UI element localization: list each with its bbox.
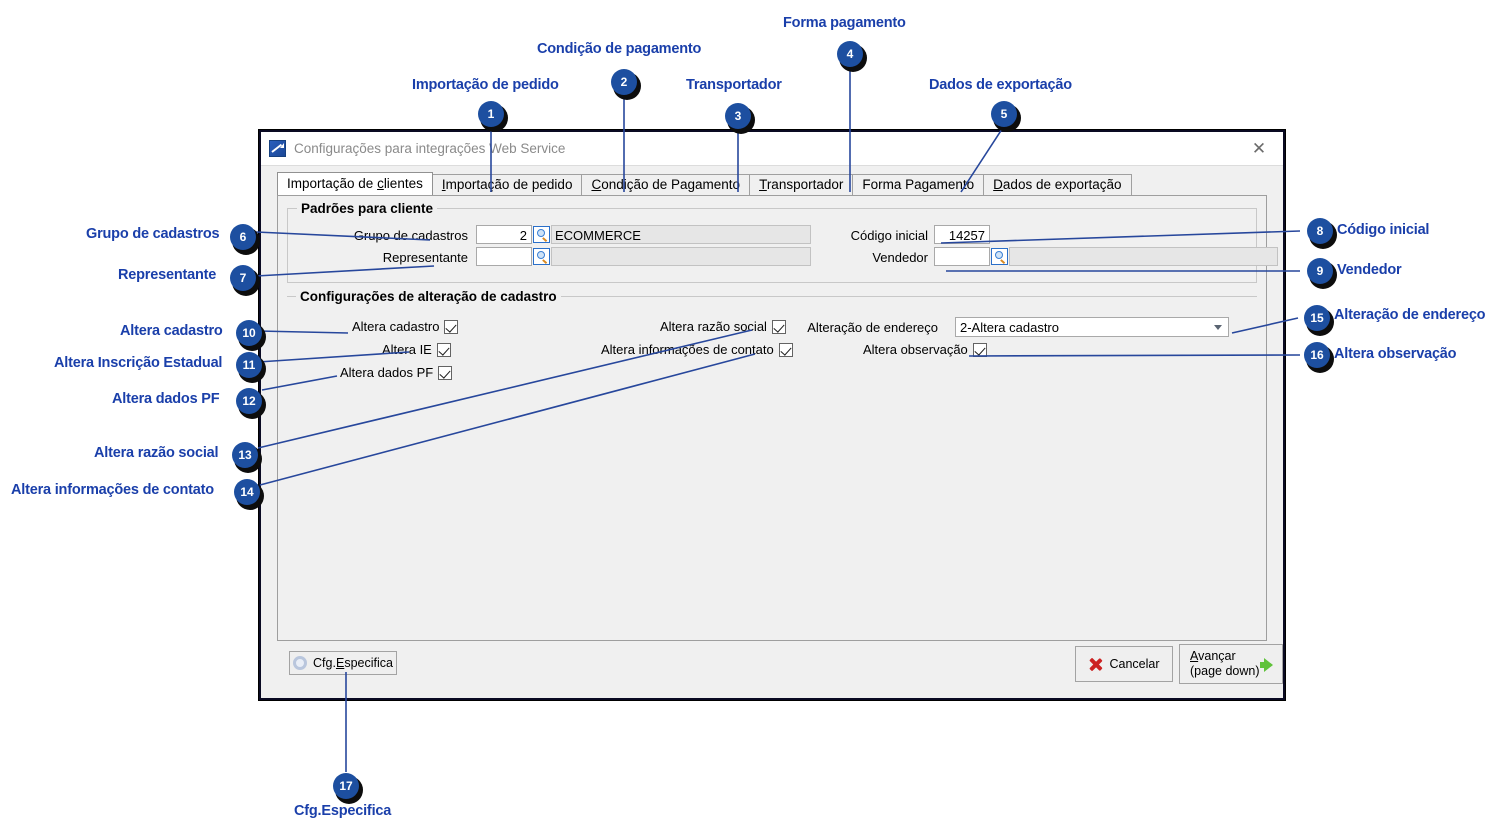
checkbox-row-altera-informacoes-contato[interactable]: Altera informações de contato xyxy=(601,342,793,357)
chevron-down-icon xyxy=(1214,325,1222,330)
window-title: Configurações para integrações Web Servi… xyxy=(294,141,566,156)
callout-badge-10: 10 xyxy=(236,320,262,346)
cfg-especifica-button[interactable]: Cfg.Especifica xyxy=(289,651,397,675)
callout-label-17: Cfg.Especifica xyxy=(294,803,392,819)
checkbox-altera-dados-pf[interactable] xyxy=(438,365,453,380)
callout-badge-12: 12 xyxy=(236,388,262,414)
callout-label-4: Forma pagamento xyxy=(783,15,906,31)
tab-importacao-de-pedido[interactable]: Importação de pedido xyxy=(431,174,583,195)
label-representante: Representante xyxy=(382,250,468,265)
checkbox-altera-ie[interactable] xyxy=(436,342,451,357)
checkbox-label-altera-observacao: Altera observação xyxy=(863,342,968,357)
next-label: Avançar(page down) xyxy=(1190,649,1260,678)
fieldset-legend-alteracao: Configurações de alteração de cadastro xyxy=(296,289,561,304)
magnifier-icon-vendedor[interactable] xyxy=(991,248,1008,265)
callout-label-11: Altera Inscrição Estadual xyxy=(54,355,223,371)
callout-badge-16: 16 xyxy=(1304,342,1330,368)
input-codigo-inicial[interactable]: 14257 xyxy=(934,225,990,244)
tab-condicao-de-pagamento[interactable]: Condição de Pagamento xyxy=(581,174,751,195)
tab-page-importacao-de-clientes: Padrões para cliente Grupo de cadastros … xyxy=(277,195,1278,641)
callout-badge-9: 9 xyxy=(1307,258,1333,284)
fieldset-legend-padroes: Padrões para cliente xyxy=(297,201,438,216)
callout-badge-15: 15 xyxy=(1304,305,1330,331)
green-arrow-right-icon xyxy=(1260,658,1273,672)
callout-label-14: Altera informações de contato xyxy=(11,482,214,498)
callout-label-6: Grupo de cadastros xyxy=(86,226,220,242)
callout-badge-3: 3 xyxy=(725,103,751,129)
callout-label-12: Altera dados PF xyxy=(112,391,220,407)
gear-icon xyxy=(293,656,308,670)
callout-badge-4: 4 xyxy=(837,41,863,67)
tab-importacao-de-clientes[interactable]: Importação de clientes xyxy=(277,172,433,195)
checkbox-row-altera-dados-pf[interactable]: Altera dados PF xyxy=(340,365,453,380)
input-representante[interactable] xyxy=(476,247,532,266)
callout-label-2: Condição de pagamento xyxy=(537,41,702,57)
next-sublabel: (page down) xyxy=(1190,664,1260,678)
checkbox-row-altera-ie[interactable]: Altera IE xyxy=(382,342,451,357)
select-value-alteracao-de-endereco: 2-Altera cadastro xyxy=(960,319,1059,335)
cancel-button[interactable]: Cancelar xyxy=(1075,646,1173,682)
callout-badge-7: 7 xyxy=(230,265,256,291)
callout-label-16: Altera observação xyxy=(1334,346,1457,362)
tab-forma-pagamento[interactable]: Forma Pagamento xyxy=(852,174,985,195)
red-x-icon xyxy=(1088,657,1103,672)
callout-badge-13: 13 xyxy=(232,442,258,468)
input-grupo-de-cadastros[interactable]: 2 xyxy=(476,225,532,244)
callout-label-5: Dados de exportação xyxy=(929,77,1072,93)
fieldset-configuracoes-alteracao: Configurações de alteração de cadastro xyxy=(287,289,1257,629)
checkbox-altera-informacoes-contato[interactable] xyxy=(778,342,793,357)
next-button[interactable]: Avançar(page down) xyxy=(1179,644,1283,684)
label-vendedor: Vendedor xyxy=(872,250,928,265)
display-representante xyxy=(551,247,811,266)
callout-badge-6: 6 xyxy=(230,224,256,250)
checkbox-label-altera-ie: Altera IE xyxy=(382,342,432,357)
checkbox-label-altera-cadastro: Altera cadastro xyxy=(352,319,440,334)
checkbox-altera-razao-social[interactable] xyxy=(771,319,786,334)
callout-badge-5: 5 xyxy=(991,101,1017,127)
checkbox-label-altera-dados-pf: Altera dados PF xyxy=(340,365,434,380)
callout-label-1: Importação de pedido xyxy=(412,77,559,93)
label-grupo-de-cadastros: Grupo de cadastros xyxy=(353,228,468,243)
checkbox-altera-observacao[interactable] xyxy=(972,342,987,357)
magnifier-icon-grupo[interactable] xyxy=(533,226,550,243)
checkbox-row-altera-cadastro[interactable]: Altera cadastro xyxy=(352,319,459,334)
close-icon[interactable]: ✕ xyxy=(1251,138,1267,158)
callout-badge-8: 8 xyxy=(1307,218,1333,244)
display-vendedor xyxy=(1009,247,1278,266)
callout-label-9: Vendedor xyxy=(1337,262,1402,278)
callout-label-15: Alteração de endereço xyxy=(1334,307,1486,323)
callout-label-3: Transportador xyxy=(686,77,782,93)
checkbox-label-altera-razao-social: Altera razão social xyxy=(660,319,767,334)
callout-label-13: Altera razão social xyxy=(94,445,219,461)
callout-badge-1: 1 xyxy=(478,101,504,127)
checkbox-row-altera-observacao[interactable]: Altera observação xyxy=(863,342,987,357)
display-grupo-de-cadastros: ECOMMERCE xyxy=(551,225,811,244)
label-alteracao-de-endereco: Alteração de endereço xyxy=(807,320,938,335)
app-chart-arrow-icon xyxy=(269,140,286,157)
title-bar: Configurações para integrações Web Servi… xyxy=(261,132,1283,166)
cfg-especifica-label: Cfg.Especifica xyxy=(313,656,393,670)
checkbox-altera-cadastro[interactable] xyxy=(444,319,459,334)
magnifier-icon-representante[interactable] xyxy=(533,248,550,265)
cancel-label: Cancelar xyxy=(1109,657,1160,671)
callout-badge-17: 17 xyxy=(333,773,359,799)
fieldset-padroes-para-cliente: Padrões para cliente Grupo de cadastros … xyxy=(287,201,1278,283)
callout-label-10: Altera cadastro xyxy=(120,323,223,339)
footer-bar: Cfg.Especifica Cancelar Avançar(page dow… xyxy=(277,641,1283,691)
checkbox-label-altera-informacoes-contato: Altera informações de contato xyxy=(601,342,774,357)
client-area: Importação de clientes Importação de ped… xyxy=(268,172,1283,691)
tab-dados-de-exportacao[interactable]: Dados de exportação xyxy=(983,174,1132,195)
callout-label-8: Código inicial xyxy=(1337,222,1430,238)
input-vendedor[interactable] xyxy=(934,247,990,266)
callout-badge-11: 11 xyxy=(236,352,262,378)
callout-badge-2: 2 xyxy=(611,69,637,95)
dialog-window: Configurações para integrações Web Servi… xyxy=(259,130,1285,700)
label-codigo-inicial: Código inicial xyxy=(850,228,928,243)
tab-bar: Importação de clientes Importação de ped… xyxy=(277,172,1276,195)
tab-transportador[interactable]: Transportador xyxy=(749,174,854,195)
callout-label-7: Representante xyxy=(118,267,217,283)
select-alteracao-de-endereco[interactable]: 2-Altera cadastro xyxy=(955,317,1229,337)
callout-badge-14: 14 xyxy=(234,479,260,505)
